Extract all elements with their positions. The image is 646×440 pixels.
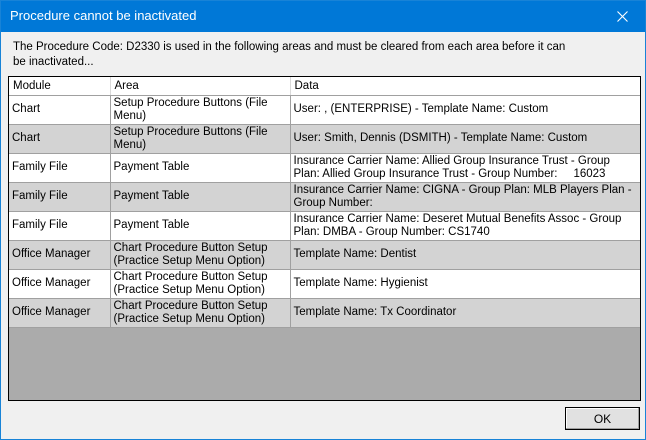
cell-area: Setup Procedure Buttons (File Menu) [110,95,291,125]
cell-area: Setup Procedure Buttons (File Menu) [110,124,291,154]
cell-data: Insurance Carrier Name: Deseret Mutual B… [290,211,640,241]
cell-data: User: , (ENTERPRISE) - Template Name: Cu… [290,95,640,125]
cell-data: User: Smith, Dennis (DSMITH) - Template … [290,124,640,154]
table-row[interactable]: Chart Setup Procedure Buttons (File Menu… [9,124,640,154]
message-text: The Procedure Code: D2330 is used in the… [13,41,566,68]
cell-data: Template Name: Hygienist [290,269,640,299]
cell-module: Family File [9,211,111,241]
usage-table: Module Area Data Chart Setup Procedure B… [9,77,640,328]
cell-module: Family File [9,182,111,212]
cell-area: Chart Procedure Button Setup (Practice S… [110,240,291,270]
cell-area: Payment Table [110,153,291,183]
column-header-data[interactable]: Data [290,77,640,96]
cell-module: Family File [9,153,111,183]
cell-data: Template Name: Dentist [290,240,640,270]
cell-area: Payment Table [110,211,291,241]
cell-module: Chart [9,124,111,154]
close-x-icon [616,11,628,22]
cell-data: Template Name: Tx Coordinator [290,298,640,328]
cell-area: Chart Procedure Button Setup (Practice S… [110,298,291,328]
close-button[interactable] [599,1,645,32]
cell-data: Insurance Carrier Name: Allied Group Ins… [290,153,640,183]
table-row[interactable]: Chart Setup Procedure Buttons (File Menu… [9,95,640,125]
column-header-area[interactable]: Area [110,77,291,96]
cell-area: Chart Procedure Button Setup (Practice S… [110,269,291,299]
ok-button[interactable]: OK [565,407,640,430]
cell-data: Insurance Carrier Name: CIGNA - Group Pl… [290,182,640,212]
window-title: Procedure cannot be inactivated [10,8,197,23]
table-row[interactable]: Family File Payment Table Insurance Carr… [9,153,640,183]
usage-grid[interactable]: Module Area Data Chart Setup Procedure B… [8,76,641,401]
table-row[interactable]: Office Manager Chart Procedure Button Se… [9,298,640,328]
cell-module: Office Manager [9,269,111,299]
title-bar: Procedure cannot be inactivated [1,1,645,32]
cell-module: Office Manager [9,240,111,270]
table-row[interactable]: Family File Payment Table Insurance Carr… [9,182,640,212]
cell-area: Payment Table [110,182,291,212]
table-row[interactable]: Office Manager Chart Procedure Button Se… [9,269,640,299]
column-header-module[interactable]: Module [9,77,111,96]
cell-module: Chart [9,95,111,125]
header-row: Module Area Data [9,77,640,96]
cell-module: Office Manager [9,298,111,328]
table-row[interactable]: Office Manager Chart Procedure Button Se… [9,240,640,270]
table-row[interactable]: Family File Payment Table Insurance Carr… [9,211,640,241]
